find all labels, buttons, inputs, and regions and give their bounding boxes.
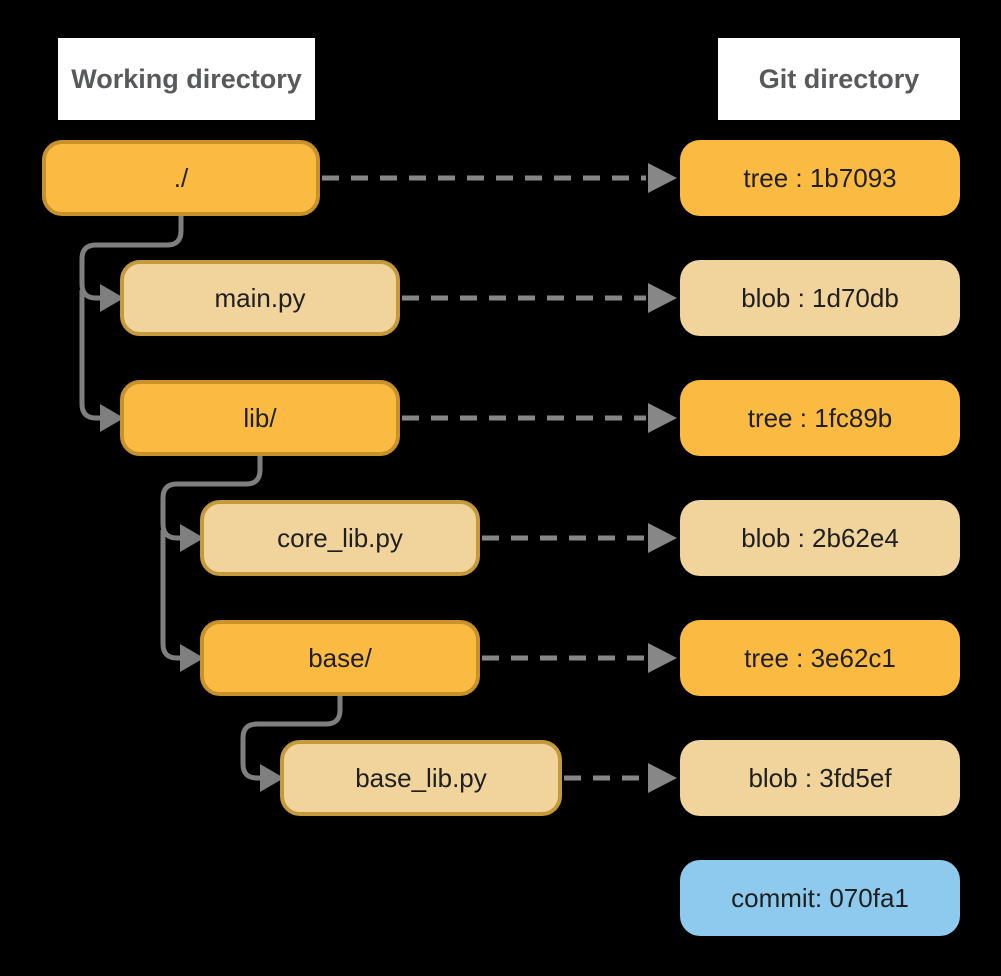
git-object-blob-base-lib-label: blob : 3fd5ef: [748, 762, 892, 793]
git-object-blob-core-lib: blob : 2b62e4: [680, 500, 960, 576]
wd-node-root-label: ./: [173, 162, 189, 193]
arrowhead-base-lib: [260, 764, 284, 792]
arrowhead-core-lib: [180, 524, 204, 552]
git-object-blob-main-label: blob : 1d70db: [741, 282, 899, 313]
connector-root-to-lib: [79, 290, 100, 421]
git-object-blob-core-lib-label: blob : 2b62e4: [741, 522, 899, 553]
wd-node-base: base/: [200, 620, 480, 696]
wd-node-main-py-label: main.py: [214, 282, 306, 313]
connector-lib-to-base: [160, 530, 180, 661]
git-object-tree-root-label: tree : 1b7093: [743, 162, 897, 193]
arrowhead-main-py: [100, 284, 124, 312]
working-directory-header: Working directory: [58, 38, 315, 120]
arrowhead-base-tree: [648, 643, 677, 673]
connector-root-to-main-py: [79, 216, 184, 301]
arrowhead-root-tree: [648, 163, 677, 193]
wd-node-base-lib-py-label: base_lib.py: [355, 762, 487, 793]
connector-base-to-base-lib: [240, 696, 343, 781]
git-object-tree-lib-label: tree : 1fc89b: [747, 402, 893, 433]
wd-node-main-py: main.py: [120, 260, 400, 336]
wd-node-core-lib-py: core_lib.py: [200, 500, 480, 576]
git-object-tree-lib: tree : 1fc89b: [680, 380, 960, 456]
working-directory-header-label: Working directory: [71, 63, 302, 94]
git-object-tree-base-label: tree : 3e62c1: [744, 642, 896, 673]
arrowhead-main-blob: [648, 283, 677, 313]
arrowhead-lib: [100, 404, 124, 432]
wd-node-root: ./: [42, 140, 320, 216]
git-directory-header: Git directory: [718, 38, 960, 120]
wd-node-lib-label: lib/: [243, 402, 277, 433]
git-object-blob-base-lib: blob : 3fd5ef: [680, 740, 960, 816]
connector-lib-to-core-lib: [160, 456, 263, 541]
wd-node-base-lib-py: base_lib.py: [280, 740, 562, 816]
arrowhead-lib-tree: [648, 403, 677, 433]
arrowhead-baselib-blob: [648, 763, 677, 793]
git-directory-header-label: Git directory: [758, 63, 920, 94]
wd-node-core-lib-py-label: core_lib.py: [277, 522, 403, 553]
git-object-tree-base: tree : 3e62c1: [680, 620, 960, 696]
arrowhead-base: [180, 644, 204, 672]
git-object-blob-main: blob : 1d70db: [680, 260, 960, 336]
wd-node-lib: lib/: [120, 380, 400, 456]
arrowhead-core-blob: [648, 523, 677, 553]
git-object-commit: commit: 070fa1: [680, 860, 960, 936]
git-object-commit-label: commit: 070fa1: [731, 882, 909, 913]
git-object-tree-root: tree : 1b7093: [680, 140, 960, 216]
wd-node-base-label: base/: [308, 642, 372, 673]
